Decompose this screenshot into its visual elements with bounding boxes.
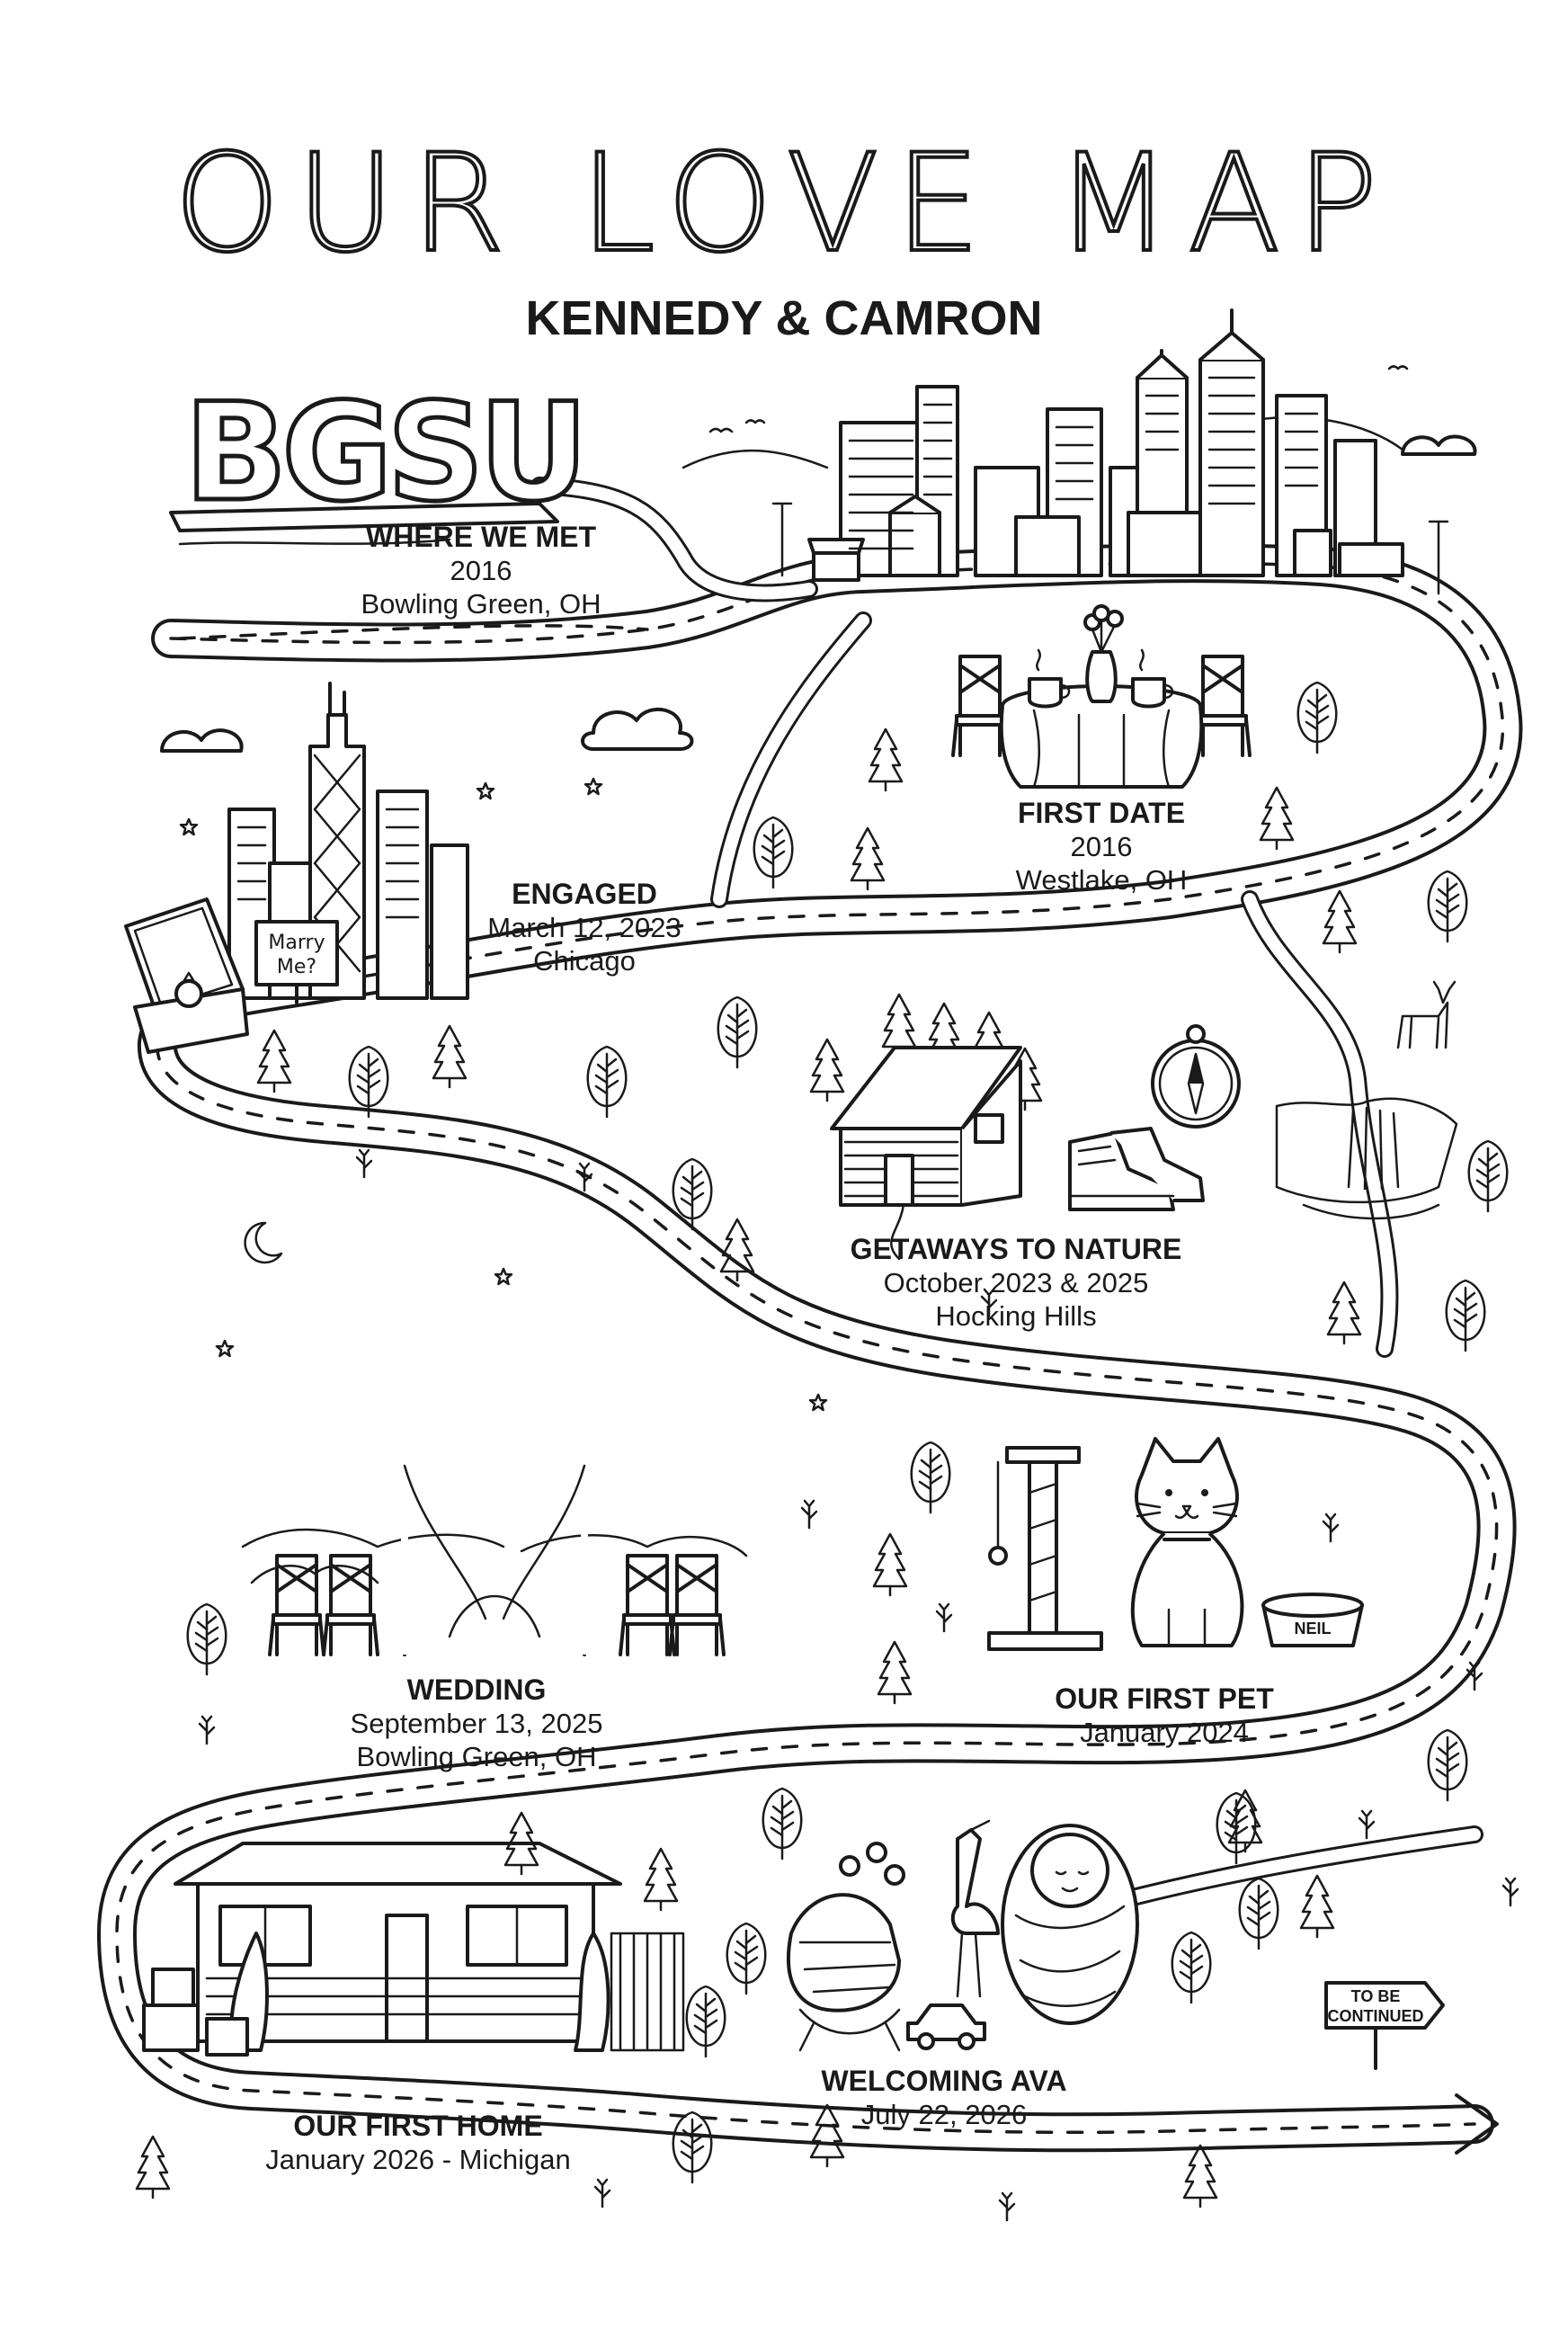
milestone-title: OUR FIRST HOME [293,2110,542,2142]
cafe-table-icon [951,604,1252,789]
stork-icon [950,1819,1000,1998]
milestone-date: January 2026 - Michigan [265,2144,570,2175]
bassinet-icon [786,1842,905,2052]
bgsu-sign-text: BGSU [184,375,583,531]
cat-icon [1130,1437,1244,1647]
milestone-date: 2016 [450,555,512,586]
milestone-getaways: GETAWAYS TO NATURE October 2023 & 2025 H… [851,1233,1182,1332]
milestone-engaged: ENGAGED March 12, 2023 Chicago [487,878,681,977]
wedding-chair-group [268,1554,726,1656]
milestone-title: WELCOMING AVA [821,2065,1066,2097]
map-subtitle: KENNEDY & CAMRON [525,291,1042,345]
milestone-place: Hocking Hills [935,1300,1096,1332]
ring-note-line-2: Me? [277,956,316,978]
to-be-continued-sign: TO BE CONTINUED [1324,1981,1445,2070]
winding-road [97,477,1523,2155]
milestone-date: September 13, 2025 [351,1708,603,1739]
moving-boxes-icon [142,1968,249,2057]
hiking-boots-icon [1068,1127,1205,1211]
milestone-welcoming-ava: WELCOMING AVA July 22, 2026 [821,2065,1066,2130]
milestone-first-pet: OUR FIRST PET January 2024 [1055,1682,1274,1748]
milestone-title: WHERE WE MET [366,521,596,553]
baby-icon [1001,1824,1139,2025]
city-skyline-icon [682,308,1477,595]
house-icon [142,1842,685,2057]
sign-line-2: CONTINUED [1328,2007,1424,2025]
cabin-icon [809,993,1043,1261]
milestone-place: Bowling Green, OH [356,1741,596,1772]
milestone-date: July 22, 2026 [861,2099,1027,2130]
compass-icon [1151,1024,1241,1129]
milestone-date: January 2024 [1080,1717,1249,1748]
milestone-first-home: OUR FIRST HOME January 2026 - Michigan [265,2110,570,2175]
moon-icon [215,1221,828,1412]
map-title: OUR LOVE MAP [174,126,1394,282]
scratching-post-icon [987,1446,1103,1651]
milestone-where-we-met: WHERE WE MET 2016 Bowling Green, OH [361,521,601,620]
milestone-title: FIRST DATE [1018,797,1185,829]
ring-box-icon: Marry Me? [124,897,339,1054]
milestone-place: Chicago [533,945,636,977]
milestone-title: ENGAGED [512,878,657,910]
ring-note-line-1: Marry [268,932,325,954]
milestone-date: March 12, 2023 [487,912,681,943]
milestone-title: GETAWAYS TO NATURE [851,1233,1182,1265]
milestone-first-date: FIRST DATE 2016 Westlake, OH [1016,797,1188,896]
sign-line-1: TO BE [1351,1987,1401,2005]
pet-bowl-icon: NEIL [1261,1593,1364,1647]
milestone-wedding: WEDDING September 13, 2025 Bowling Green… [351,1673,603,1772]
deer-icon [1396,980,1457,1049]
waterfall-icon [1275,1097,1458,1220]
toy-car-icon [906,2003,986,2050]
wedding-arch-icon [241,1392,748,1656]
milestone-place: Westlake, OH [1016,864,1188,896]
milestone-title: WEDDING [407,1673,547,1706]
pet-bowl-name: NEIL [1294,1620,1331,1637]
bgsu-sign-icon: BGSU [169,373,591,546]
milestone-date: 2016 [1071,831,1133,862]
milestone-place: Bowling Green, OH [361,588,601,620]
milestone-title: OUR FIRST PET [1055,1682,1274,1715]
milestone-date: October 2023 & 2025 [884,1267,1149,1298]
